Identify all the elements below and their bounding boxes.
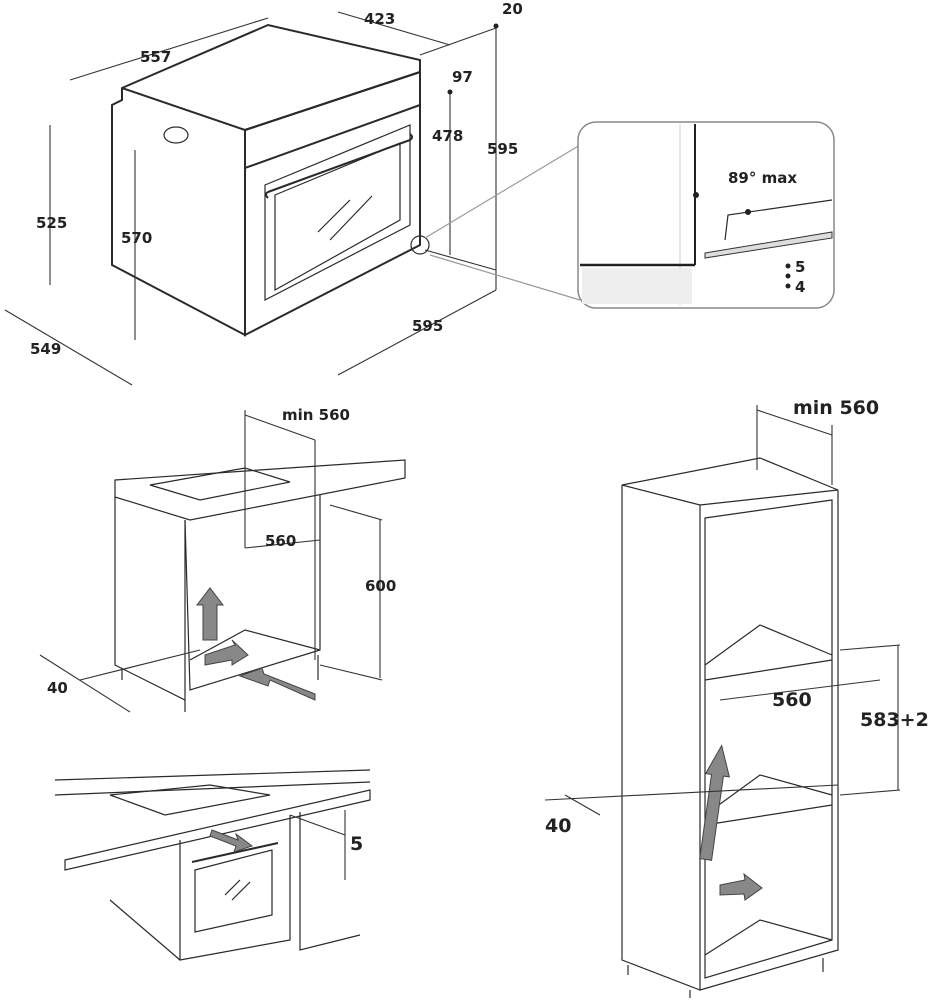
uc-back-gap: 40 <box>47 679 68 697</box>
dim-panel-height: 97 <box>452 68 473 86</box>
uc-height: 600 <box>365 577 396 595</box>
dim-cavity-height: 570 <box>121 229 152 247</box>
mark-4: 4 <box>795 278 805 296</box>
dim-door-height: 478 <box>432 127 463 145</box>
hinge-detail-inset <box>424 121 835 309</box>
oven-drawing <box>111 23 430 337</box>
under-counter-cabinet <box>39 410 406 713</box>
uc-min-width: min 560 <box>282 406 350 424</box>
dim-total-height: 595 <box>487 140 518 158</box>
dim-body-height: 525 <box>36 214 67 232</box>
col-inner-width: 560 <box>772 689 812 711</box>
col-height: 583+2 <box>860 709 929 731</box>
uc-inner-width: 560 <box>265 532 296 550</box>
col-back-gap: 40 <box>545 815 571 837</box>
angle-label: 89° max <box>728 169 797 187</box>
dim-depth-top: 423 <box>364 10 395 28</box>
column-cabinet <box>544 405 901 998</box>
col-min-width: min 560 <box>793 397 879 419</box>
mark-5: 5 <box>795 258 805 276</box>
oven-dimension-lines <box>4 11 499 386</box>
dim-front-width: 595 <box>412 317 443 335</box>
dim-body-depth: 549 <box>30 340 61 358</box>
dim-door-thickness: 20 <box>502 0 523 18</box>
installed-gap: 5 <box>350 833 363 855</box>
installed-oven-view <box>54 769 371 961</box>
dim-width-top: 557 <box>140 48 171 66</box>
